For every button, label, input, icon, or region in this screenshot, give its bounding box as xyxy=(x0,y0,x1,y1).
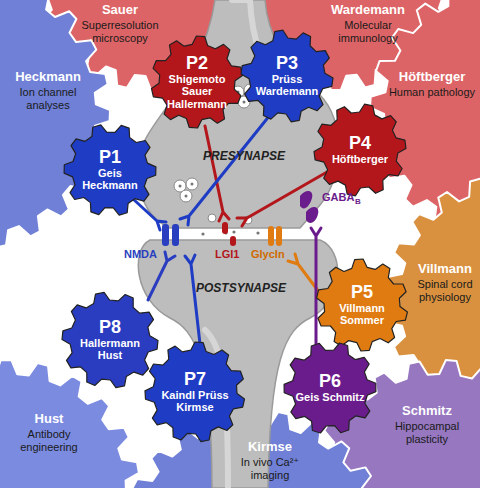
project-number: P8 xyxy=(75,318,145,337)
gear-text-block: P2Shigemoto Sauer Hallermann xyxy=(161,54,233,110)
project-gear: P3Prüss Wardemann xyxy=(241,30,333,122)
project-number: P6 xyxy=(295,372,365,391)
project-number: P3 xyxy=(252,54,322,73)
project-members: Prüss Wardemann xyxy=(252,73,322,98)
project-members: Geis Schmitz xyxy=(295,391,365,403)
compartment-label: PRESYNAPSE xyxy=(203,150,285,162)
nmda-receptor xyxy=(162,224,179,246)
project-gear: P8Hallermann Hust xyxy=(62,292,158,388)
project-gear: P7Kaindl Prüss Kirmse xyxy=(145,342,245,442)
gear-text-block: P3Prüss Wardemann xyxy=(252,54,322,98)
protein-label: GlycIn xyxy=(250,249,286,260)
gear-text-block: P1Geis Heckmann xyxy=(75,148,145,192)
area-heading: Hust xyxy=(4,412,94,427)
area-description: Molecular immunology xyxy=(318,19,418,44)
project-members: Kaindl Prüss Kirmse xyxy=(161,389,229,414)
project-members: Shigemoto Sauer Hallermann xyxy=(161,73,233,110)
gear-outline xyxy=(317,259,408,351)
project-members: Höftberger xyxy=(324,153,396,165)
gear-text-block: HustAntibody engineering xyxy=(4,412,94,453)
protein-label: GABA xyxy=(322,192,354,203)
gear-text-block: P6Geis Schmitz xyxy=(295,372,365,403)
gear-outline xyxy=(152,36,243,128)
gear-text-block: VillmannSpinal cord physiology xyxy=(412,262,478,303)
area-description: Antibody engineering xyxy=(4,428,94,453)
gear-outline xyxy=(284,343,376,433)
antibody-lines xyxy=(132,115,334,344)
project-gear: P4Höftberger xyxy=(314,104,406,196)
gear-text-block: KirmseIn vivo Ca²⁺ imaging xyxy=(225,440,315,481)
glycine-receptor xyxy=(268,226,282,246)
area-description: Superresolution microscopy xyxy=(70,19,170,44)
project-gear: P1Geis Heckmann xyxy=(64,124,156,216)
gear-outline xyxy=(64,125,156,215)
project-gear: P6Geis Schmitz xyxy=(284,342,376,434)
compartment-label: POSTSYNAPSE xyxy=(196,282,286,294)
protein-label: NMDA xyxy=(124,249,157,260)
project-members: Hallermann Hust xyxy=(75,337,145,362)
area-description: In vivo Ca²⁺ imaging xyxy=(225,456,315,481)
area-description: Spinal cord physiology xyxy=(412,278,478,303)
project-number: P4 xyxy=(324,134,396,153)
area-heading: Schmitz xyxy=(378,404,476,419)
protein-label: LGI1 xyxy=(214,249,240,260)
project-number: P7 xyxy=(161,370,229,389)
area-heading: Höftberger xyxy=(388,70,476,85)
area-description: Human pathology xyxy=(388,86,476,99)
gear-text-block: P7Kaindl Prüss Kirmse xyxy=(161,370,229,414)
area-heading: Sauer xyxy=(70,3,170,18)
gabab-receptor xyxy=(300,191,318,223)
gear-text-block: HöftbergerHuman pathology xyxy=(388,70,476,99)
project-members: Geis Heckmann xyxy=(75,167,145,192)
project-members: Villmann Sommer xyxy=(327,302,397,327)
area-description: Hippocampal plasticity xyxy=(378,420,476,445)
gear-outline xyxy=(145,342,245,442)
area-heading: Wardemann xyxy=(318,3,418,18)
gear-text-block: P5Villmann Sommer xyxy=(327,283,397,327)
project-gear: P2Shigemoto Sauer Hallermann xyxy=(151,36,243,128)
lgi1-protein xyxy=(222,222,236,246)
area-heading: Villmann xyxy=(412,262,478,277)
project-number: P2 xyxy=(161,54,233,73)
gear-text-block: P8Hallermann Hust xyxy=(75,318,145,362)
area-description: Ion channel analyses xyxy=(2,86,94,111)
gear-text-block: SchmitzHippocampal plasticity xyxy=(378,404,476,445)
presynapse-shape xyxy=(138,0,339,228)
project-number: P1 xyxy=(75,148,145,167)
gear-outline xyxy=(62,292,158,387)
gear-outline xyxy=(314,104,406,196)
area-heading: Heckmann xyxy=(2,70,94,85)
gear-text-block: SauerSuperresolution microscopy xyxy=(70,3,170,44)
gear-outline xyxy=(241,30,333,122)
gear-text-block: HeckmannIon channel analyses xyxy=(2,70,94,111)
area-heading: Kirmse xyxy=(225,440,315,455)
protein-label: B xyxy=(355,198,361,206)
gear-text-block: P4Höftberger xyxy=(324,134,396,165)
project-gear: P5Villmann Sommer xyxy=(316,259,408,351)
gear-text-block: WardemannMolecular immunology xyxy=(318,3,418,44)
project-number: P5 xyxy=(327,283,397,302)
